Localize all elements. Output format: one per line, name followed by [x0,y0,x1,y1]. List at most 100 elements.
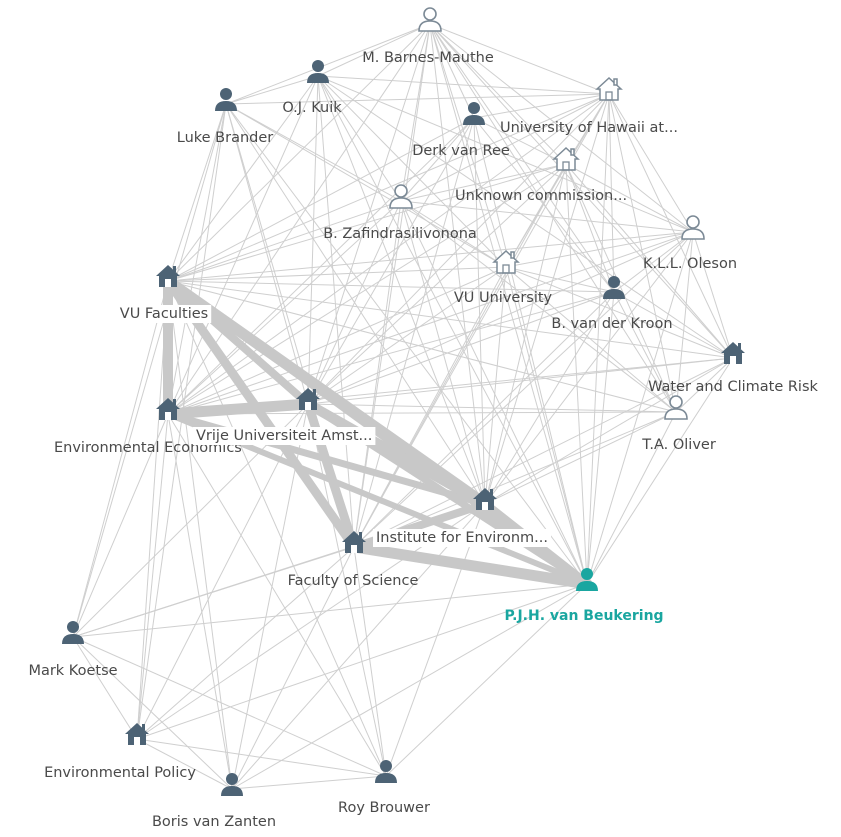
node-unknown[interactable]: Unknown commission... [455,146,627,204]
strong-edge-envecon-vrije [162,398,314,420]
person-icon [418,7,442,32]
node-label: Water and Climate Risk [648,379,818,395]
edge-hawaii-water [608,93,734,359]
edge-oleson-vrije [307,231,694,405]
organisation-icon [552,146,580,171]
edge-vufac-water [167,280,734,359]
person-icon [576,568,598,591]
node-label: P.J.H. van Beukering [504,608,663,624]
node-ivm[interactable]: Institute for Environm... [373,488,551,547]
edge-beukering-koetse [72,583,588,638]
node-label: Vrije Universiteit Amst... [196,428,372,444]
edge-fos-zanten [231,546,355,790]
node-label: VU Faculties [120,306,208,322]
node-label: University of Hawaii at... [500,120,678,136]
edge-vanree-kroon [473,117,615,293]
edge-oleson-fos [353,231,694,548]
label-background [116,305,212,323]
edge-oliver-beukering [586,411,677,585]
edge-kuik-beukering [317,75,588,585]
edge-unknown-oliver [565,163,677,413]
edge-barnes-zafindra [400,23,431,202]
edge-envecon-envpol [136,413,169,740]
edge-unknown-oleson [565,163,694,233]
edge-envecon-zanten [167,413,233,790]
edge-brander-ivm [225,103,486,505]
edge-unknown-water [565,163,734,359]
edge-hawaii-oleson [608,93,694,233]
edge-hawaii-vanree [473,93,610,119]
person-icon [389,184,413,209]
edge-vuuni-vrije [307,266,507,405]
edge-vuuni-beukering [505,266,588,585]
edge-hawaii-envecon [167,93,610,415]
edge-barnes-vanree [429,23,475,119]
node-kroon[interactable]: B. van der Kroon [551,276,673,332]
node-brouwer[interactable]: Roy Brouwer [338,760,430,816]
edge-vrije-brouwer [307,403,387,777]
edge-barnes-kroon [429,23,615,293]
edge-unknown-kroon [565,163,615,293]
edge-vanree-envecon [167,117,475,415]
edge-water-ivm [484,357,734,505]
edge-fos-envpol [136,546,355,740]
node-envpol[interactable]: Environmental Policy [44,723,196,781]
edge-envecon-brouwer [167,413,387,777]
organisation-icon [721,342,745,364]
node-vuuni[interactable]: VU University [454,249,553,306]
edge-kroon-beukering [586,291,615,585]
organisation-icon [156,265,180,287]
edge-vufac-vuuni [167,266,507,282]
edge-zafindra-vufac [167,200,402,282]
node-kuik[interactable]: O.J. Kuik [282,60,342,116]
edge-vufac-brouwer [167,280,387,777]
edge-water-vrije [307,357,734,405]
edge-kuik-vrije [307,75,319,405]
edge-hawaii-beukering [586,93,610,585]
edge-brander-koetse [72,103,227,638]
organisation-icon [492,249,520,274]
node-oliver[interactable]: T.A. Oliver [641,395,716,453]
node-hawaii[interactable]: University of Hawaii at... [500,76,678,136]
edge-barnes-vufac [167,23,431,282]
edge-vanree-vufac [167,117,475,282]
node-zanten[interactable]: Boris van Zanten [152,773,276,830]
edge-barnes-unknown [429,23,567,165]
organisation-icon [156,398,180,420]
node-barnes[interactable]: M. Barnes-Mauthe [362,7,494,66]
edge-oleson-kroon [613,231,694,293]
edge-envpol-brouwer [136,738,387,777]
edge-zafindra-oliver [400,200,677,413]
edge-barnes-brander [225,23,431,105]
person-icon [215,88,237,111]
node-zafindra[interactable]: B. Zafindrasilivonona [323,184,477,242]
node-oleson[interactable]: K.L.L. Oleson [643,215,737,272]
edge-brander-beukering [225,103,588,585]
edge-koetse-envpol [72,636,138,740]
node-vufac[interactable]: VU Faculties [116,265,212,323]
network-edges [72,23,734,790]
node-brander[interactable]: Luke Brander [177,88,274,146]
edge-envpol-zanten [136,738,233,790]
edge-hawaii-ivm [484,93,610,505]
edge-brander-vrije [225,103,309,405]
node-koetse[interactable]: Mark Koetse [28,621,118,679]
node-beukering[interactable]: P.J.H. van Beukering [504,568,664,624]
edge-unknown-ivm [484,163,567,505]
node-water[interactable]: Water and Climate Risk [648,342,819,395]
edge-vufac-oliver [167,280,677,413]
edge-vuuni-ivm [484,266,507,505]
node-fos[interactable]: Faculty of Science [288,531,419,589]
node-label: Unknown commission... [455,188,627,204]
edge-vufac-zanten [167,280,233,790]
edge-ivm-brouwer [385,503,486,777]
node-label: Mark Koetse [28,663,117,679]
node-vrije[interactable]: Vrije Universiteit Amst... [193,388,376,445]
label-background [373,529,551,547]
edge-fos-brouwer [353,546,387,777]
node-label: Institute for Environm... [376,530,548,546]
node-label: B. Zafindrasilivonona [323,226,477,242]
strong-edge-vufac-fos [163,276,359,552]
node-vanree[interactable]: Derk van Ree [412,102,510,159]
